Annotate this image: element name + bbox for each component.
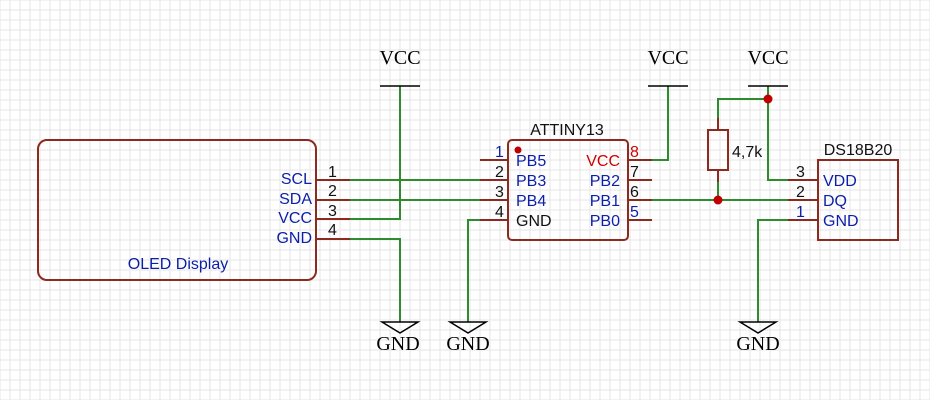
oled-display-body	[37, 139, 317, 281]
wire-oled-vcc[interactable]	[350, 86, 401, 220]
attiny13-body	[507, 139, 629, 241]
attiny-pin-number-2: 2	[495, 164, 504, 181]
ground-icon	[447, 321, 489, 334]
wire-oled-gnd[interactable]	[350, 238, 401, 322]
attiny-pin-label-gnd: GND	[516, 213, 552, 230]
attiny-pin-label-pb5: PB5	[516, 153, 546, 170]
oled-pin-number-2: 2	[328, 183, 337, 200]
ds18b20-pin-label-vdd: VDD	[823, 173, 857, 190]
attiny-pin-label-pb4: PB4	[516, 193, 546, 210]
attiny13-component[interactable]: ATTINY13 1 2 3 4 PB5 PB3 PB4 GND VCC PB2…	[480, 122, 652, 241]
attiny-pin-number-5: 5	[630, 204, 639, 221]
gnd-symbol-attiny[interactable]: GND	[446, 321, 490, 355]
ds18b20-pin-label-dq: DQ	[823, 193, 847, 210]
oled-pin-label-sda: SDA	[279, 191, 312, 208]
attiny-pin-number-1: 1	[495, 144, 504, 161]
vcc-symbol-oled[interactable]: VCC	[379, 47, 421, 87]
ds18b20-name: DS18B20	[824, 142, 893, 159]
attiny-pin-number-6: 6	[630, 184, 639, 201]
ground-icon	[737, 321, 779, 334]
vcc-label: VCC	[647, 47, 688, 69]
attiny-pin-number-3: 3	[495, 184, 504, 201]
oled-pin-label-vcc: VCC	[278, 210, 312, 227]
junction-vcc	[763, 94, 773, 104]
wire-attiny-gnd[interactable]	[467, 219, 480, 322]
oled-pin-label-scl: SCL	[281, 171, 312, 188]
wire-attiny-vcc[interactable]	[652, 86, 669, 161]
pin1-marker-dot	[514, 146, 522, 154]
gnd-label: GND	[736, 333, 779, 355]
ds18b20-pin-number-2: 2	[796, 184, 805, 201]
oled-pin-number-3: 3	[328, 203, 337, 220]
ds18b20-pin-label-gnd: GND	[823, 213, 859, 230]
wire-ds18b20-gnd[interactable]	[757, 219, 788, 322]
attiny-pin-label-pb2: PB2	[590, 173, 620, 190]
attiny-pin-label-pb0: PB0	[590, 213, 620, 230]
ds18b20-component[interactable]: DS18B20 3 2 1 VDD DQ GND	[788, 142, 899, 241]
vcc-symbol-sensor[interactable]: VCC	[747, 47, 789, 87]
gnd-label: GND	[376, 333, 419, 355]
attiny-pin-label-vcc: VCC	[586, 153, 620, 170]
junction-dq	[713, 195, 723, 205]
oled-pin-number-4: 4	[328, 222, 337, 239]
attiny13-name: ATTINY13	[530, 122, 604, 139]
gnd-label: GND	[446, 333, 489, 355]
oled-pin-number-1: 1	[328, 164, 337, 181]
wire-resistor-top[interactable]	[717, 98, 768, 118]
wire-vdd[interactable]	[767, 99, 788, 181]
ds18b20-pin-number-1: 1	[796, 204, 805, 221]
ds18b20-pin-number-3: 3	[796, 164, 805, 181]
ground-icon	[379, 321, 421, 334]
oled-display-name: OLED Display	[128, 256, 228, 273]
attiny-pin-label-pb1: PB1	[590, 193, 620, 210]
gnd-symbol-sensor[interactable]: GND	[736, 321, 780, 355]
oled-pin-label-gnd: GND	[276, 230, 312, 247]
oled-display-component[interactable]: OLED Display SCL SDA VCC GND 1 2 3 4	[37, 139, 350, 281]
attiny-pin-number-4: 4	[495, 204, 504, 221]
resistor-value: 4,7k	[732, 144, 763, 161]
gnd-symbol-oled[interactable]: GND	[376, 321, 421, 355]
vcc-symbol-attiny[interactable]: VCC	[647, 47, 689, 87]
attiny-pin-label-pb3: PB3	[516, 173, 546, 190]
pullup-resistor[interactable]: 4,7k	[707, 118, 763, 182]
wires	[350, 86, 788, 322]
vcc-label: VCC	[747, 47, 788, 69]
attiny-pin-number-8: 8	[630, 144, 639, 161]
vcc-label: VCC	[379, 47, 420, 69]
attiny-pin-number-7: 7	[630, 164, 639, 181]
